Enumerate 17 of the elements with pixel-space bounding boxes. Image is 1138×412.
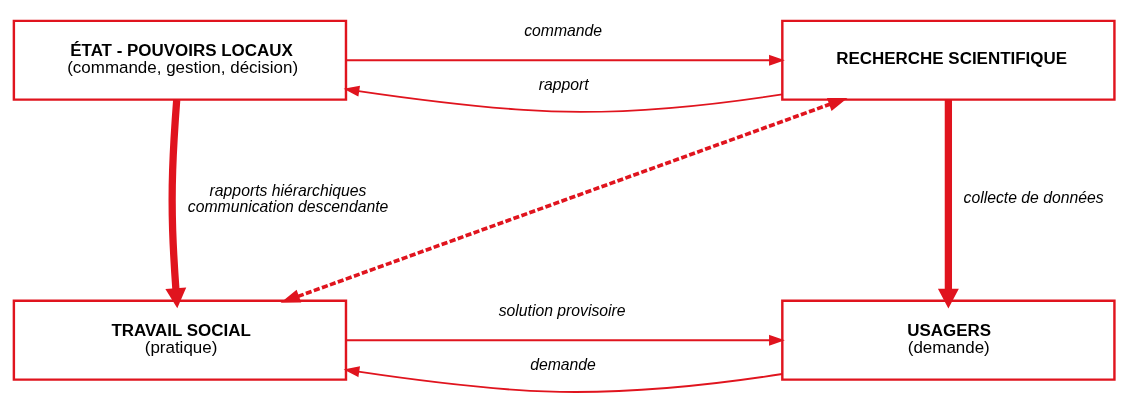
arrow: [345, 334, 785, 346]
edge-label: demande: [530, 355, 596, 373]
arrow: [937, 99, 959, 309]
edge-label: rapports hiérarchiques communication descendante: [187, 181, 389, 215]
edge-label: commande: [524, 21, 603, 39]
arrow: [343, 365, 784, 393]
node-box: ÉTAT - POUVOIRS LOCAUX (commande, gestion, décision): [12, 19, 348, 101]
edge-label: solution provisoire: [498, 301, 626, 319]
node-box: USAGERS (demande): [781, 299, 1116, 381]
edge-label: rapport: [538, 75, 589, 93]
arrow: [165, 99, 187, 308]
arrow: [345, 54, 785, 66]
arrow: [343, 85, 784, 113]
node-box: RECHERCHE SCIENTIFIQUE: [781, 19, 1116, 101]
node-box: TRAVAIL SOCIAL (pratique): [12, 299, 348, 381]
arrow: [280, 97, 848, 303]
edge-label: collecte de données: [963, 188, 1104, 206]
